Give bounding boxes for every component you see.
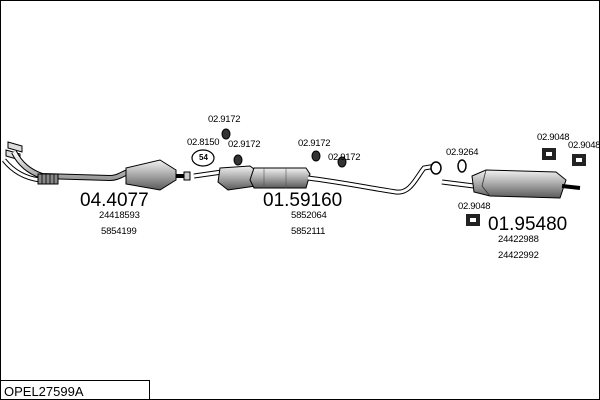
group-number: 01.59160 — [263, 190, 343, 211]
rubber-hanger-icon — [466, 148, 586, 226]
diagram-title: OPEL27599A — [4, 384, 84, 399]
part-label-clamp: 02.9172 — [228, 139, 261, 150]
reference-number: 24418593 — [99, 210, 140, 221]
gasket-8150-icon — [191, 149, 215, 167]
clamp-icon — [221, 128, 347, 168]
gasket-badge: 54 — [199, 153, 208, 162]
front-pipe — [2, 141, 130, 185]
part-label-ring: 02.9264 — [446, 147, 479, 158]
reference-number: 24422988 — [498, 234, 539, 245]
part-label-clamp: 02.9172 — [298, 138, 331, 149]
reference-number: 5852064 — [291, 210, 327, 221]
title-box: OPEL27599A — [0, 380, 150, 400]
rear-silencer — [441, 169, 581, 199]
exhaust-ring-icon — [430, 159, 467, 175]
part-label-clamp: 02.9172 — [208, 114, 241, 125]
part-label-gasket: 02.8150 — [187, 137, 220, 148]
part-label-hanger: 02.9048 — [568, 140, 600, 151]
reference-number: 5852111 — [291, 226, 326, 237]
group-number: 01.95480 — [488, 214, 568, 235]
reference-number: 5854199 — [101, 226, 137, 237]
part-label-hanger: 02.9048 — [537, 132, 570, 143]
part-label-hanger: 02.9048 — [458, 201, 491, 212]
part-label-clamp: 02.9172 — [328, 152, 361, 163]
reference-number: 24422992 — [498, 250, 539, 261]
group-number: 04.4077 — [80, 190, 149, 211]
centre-silencer — [193, 163, 437, 195]
catalytic-converter — [125, 159, 191, 191]
